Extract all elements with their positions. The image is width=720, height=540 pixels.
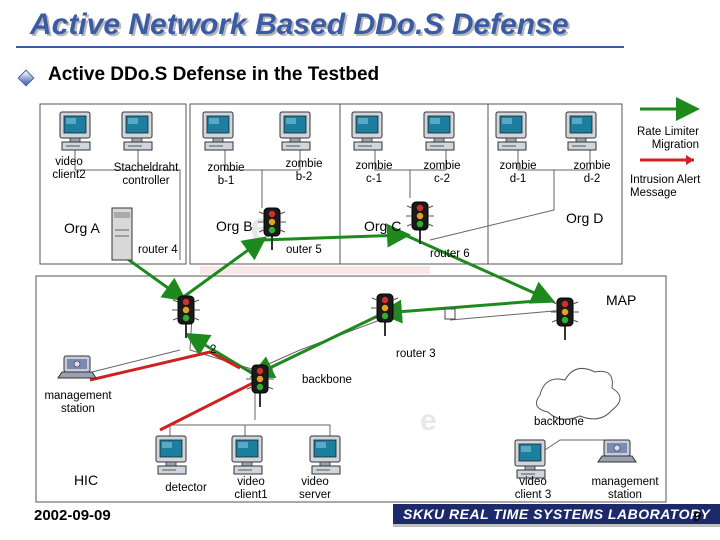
label-video-client3: video client 3 (514, 476, 552, 501)
label-org-a: Org A (64, 220, 100, 236)
label-video-client2: video client2 (52, 156, 86, 181)
label-backbone-cloud: backbone (534, 416, 584, 428)
label-router-6: router 6 (430, 248, 470, 260)
label-router-5: outer 5 (286, 244, 322, 256)
label-zombie-b1: zombie b-1 (207, 162, 245, 187)
label-backbone-center: backbone (302, 374, 352, 386)
label-org-c: Org C (364, 218, 402, 234)
label-org-b: Org B (216, 218, 253, 234)
page-number: 9 (693, 508, 701, 524)
title-underline (16, 46, 624, 48)
legend-rate-limiter-migration: Rate Limiter Migration (637, 126, 699, 151)
label-router-4: router 4 (138, 244, 178, 256)
label-hic: HIC (73, 472, 99, 488)
label-detector: detector (165, 482, 207, 494)
label-zombie-c1: zombie c-1 (355, 160, 393, 185)
label-zombie-d2: zombie d-2 (573, 160, 611, 185)
label-router-2: 2 (210, 344, 217, 356)
label-video-server: video server (299, 476, 331, 501)
legend-intrusion-alert-message: Intrusion Alert Message (630, 174, 701, 199)
label-zombie-b2: zombie b-2 (285, 158, 323, 183)
label-zombie-d1: zombie d-1 (499, 160, 537, 185)
page-title: Active Network Based DDo.S Defense (30, 8, 569, 41)
label-video-client1: video client1 (234, 476, 268, 501)
slide-subtitle: Active DDo.S Defense in the Testbed (48, 64, 380, 85)
label-management-station-right: management station (591, 476, 659, 501)
label-stacheldraht-controller: Stacheldraht controller (113, 162, 179, 187)
label-router-3: router 3 (396, 348, 436, 360)
label-map: MAP (606, 292, 637, 308)
label-zombie-c2: zombie c-2 (423, 160, 461, 185)
label-org-d: Org D (566, 210, 604, 226)
label-management-station-left: management station (44, 390, 112, 415)
footer-lab-banner: SKKU REAL TIME SYSTEMS LABORATORY (393, 504, 720, 527)
footer-date: 2002-09-09 (34, 507, 111, 524)
svg-text:e: e (420, 404, 437, 437)
